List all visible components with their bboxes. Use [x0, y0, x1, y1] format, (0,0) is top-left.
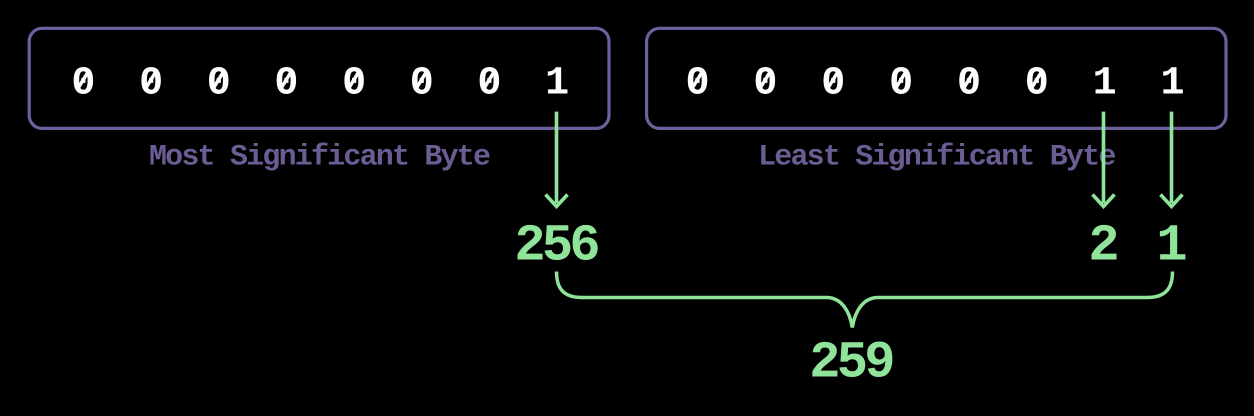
svg-text:9: 9: [864, 334, 895, 393]
svg-text:0: 0: [957, 62, 981, 107]
svg-text:1: 1: [1093, 62, 1117, 107]
svg-text:0: 0: [821, 62, 845, 107]
svg-text:0: 0: [139, 62, 163, 107]
svg-text:5: 5: [542, 217, 573, 276]
svg-text:0: 0: [753, 62, 777, 107]
svg-text:6: 6: [569, 217, 600, 276]
svg-text:0: 0: [477, 62, 501, 107]
svg-text:0: 0: [1025, 62, 1049, 107]
svg-text:Least Significant Byte: Least Significant Byte: [758, 141, 1115, 175]
svg-text:1: 1: [1156, 217, 1187, 276]
svg-text:0: 0: [410, 62, 434, 107]
svg-text:1: 1: [545, 62, 569, 107]
svg-text:2: 2: [809, 334, 840, 393]
svg-text:0: 0: [685, 62, 709, 107]
svg-text:2: 2: [1088, 217, 1119, 276]
svg-text:2: 2: [514, 217, 545, 276]
svg-text:0: 0: [207, 62, 231, 107]
svg-text:1: 1: [1160, 62, 1184, 107]
svg-text:Most Significant Byte: Most Significant Byte: [149, 141, 490, 175]
svg-text:0: 0: [889, 62, 913, 107]
svg-text:0: 0: [274, 62, 298, 107]
svg-text:5: 5: [837, 334, 868, 393]
svg-text:0: 0: [342, 62, 366, 107]
svg-text:0: 0: [71, 62, 95, 107]
